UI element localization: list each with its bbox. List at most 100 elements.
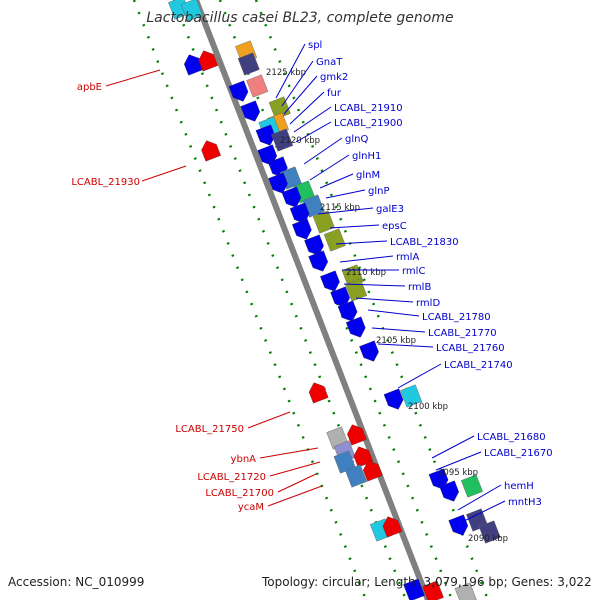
leader-line: [319, 173, 354, 189]
gene-label-forward: LCABL_21910: [334, 103, 403, 114]
accession-text: Accession: NC_010999: [8, 575, 145, 589]
gene-label-reverse: ycaM: [238, 502, 264, 513]
leader-line: [105, 69, 161, 87]
gene-label-reverse: LCABL_21930: [71, 177, 140, 188]
gene-13: [271, 128, 294, 152]
gene-label-forward: LCABL_21780: [422, 312, 491, 323]
leader-line: [281, 60, 314, 107]
leader-line: [377, 343, 434, 348]
leader-line: [457, 484, 502, 511]
gene-34: [359, 340, 379, 362]
leader-line: [293, 106, 332, 133]
leader-line: [431, 435, 475, 459]
leader-line: [317, 207, 374, 215]
gene-label-forward: LCABL_21900: [334, 118, 403, 129]
gene-label-reverse: LCABL_21750: [175, 424, 244, 435]
gene-label-forward: spl: [308, 40, 322, 51]
gene-20: [281, 186, 302, 208]
gene-33: [345, 316, 366, 338]
tick-label: 2115 kbp: [320, 203, 360, 213]
leader-line: [397, 363, 442, 389]
leader-line: [435, 451, 482, 471]
leader-line: [289, 91, 325, 125]
dotted-lane-1: [172, 0, 408, 600]
gene-22: [289, 202, 310, 224]
gene-label-forward: GnaT: [316, 57, 343, 68]
leader-line: [259, 447, 319, 459]
gene-49: [448, 514, 469, 536]
genome-title: Lactobacillus casei BL23, complete genom…: [146, 10, 454, 26]
gene-36: [383, 388, 404, 410]
gene-12: [255, 124, 276, 146]
leader-line: [275, 43, 306, 99]
tick-label: 2120 kbp: [280, 136, 320, 146]
gene-29: [320, 270, 340, 292]
gene-label-forward: gmk2: [320, 72, 348, 83]
gene-1: [180, 0, 203, 22]
tick-label: 2125 kbp: [266, 68, 306, 78]
leader-line: [343, 283, 406, 287]
gene-label-forward: rmlA: [396, 252, 419, 263]
gene-46: [460, 474, 483, 498]
tick-label: 2095 kbp: [438, 468, 478, 478]
gene-label-forward: glnP: [368, 186, 390, 197]
gene-7: [228, 80, 249, 102]
gene-26: [304, 234, 324, 256]
genome-backbone: [193, 0, 431, 600]
gene-9: [240, 100, 261, 122]
gene-label-forward: glnQ: [345, 134, 368, 145]
gene-label-forward: LCABL_21680: [477, 432, 546, 443]
leader-line: [335, 240, 388, 245]
gene-label-forward: LCABL_21740: [444, 360, 513, 371]
gene-47: [439, 480, 459, 502]
leader-line: [309, 154, 350, 181]
gene-label-forward: fur: [327, 88, 342, 99]
gene-24: [292, 218, 312, 240]
leader-line: [367, 309, 420, 317]
leader-line: [329, 224, 380, 229]
gene-54: [421, 580, 444, 600]
leader-line: [355, 297, 414, 303]
leader-line: [371, 327, 426, 333]
tick-label: 2105 kbp: [376, 336, 416, 346]
gene-32: [337, 300, 358, 322]
gene-53: [403, 578, 426, 600]
leader-line: [247, 411, 291, 429]
gene-label-forward: rmlC: [402, 266, 425, 277]
leader-line: [339, 255, 394, 263]
gene-44: [345, 464, 368, 488]
gene-label-forward: LCABL_21670: [484, 448, 553, 459]
gene-label-forward: hemH: [504, 481, 534, 492]
leader-line: [267, 485, 323, 507]
leader-line: [461, 500, 506, 523]
leader-line: [295, 121, 332, 143]
gene-label-forward: LCABL_21770: [428, 328, 497, 339]
gene-label-forward: rmlD: [416, 298, 440, 309]
leader-line: [325, 189, 366, 199]
gene-label-forward: glnM: [356, 170, 380, 181]
gene-39: [347, 424, 367, 446]
gene-label-reverse: LCABL_21700: [205, 488, 274, 499]
leader-line: [269, 461, 321, 477]
gene-label-forward: galE3: [376, 204, 404, 215]
gene-label-reverse: apbE: [77, 82, 102, 93]
gene-14: [201, 140, 221, 162]
gene-31: [330, 286, 350, 308]
leader-line: [277, 473, 317, 493]
gene-label-forward: LCABL_21760: [436, 343, 505, 354]
tick-label: 2110 kbp: [346, 268, 386, 278]
tick-label: 2090 kbp: [468, 534, 508, 544]
gene-52: [382, 516, 403, 538]
gene-6: [246, 74, 269, 98]
tick-label: 2100 kbp: [408, 402, 448, 412]
gene-27: [308, 250, 329, 272]
gene-label-reverse: ybnA: [231, 454, 257, 465]
gene-18: [268, 172, 288, 194]
gene-25: [323, 228, 346, 252]
leader-line: [141, 165, 187, 182]
gene-3: [237, 52, 260, 76]
gene-37: [400, 384, 423, 408]
gene-label-forward: mntH3: [508, 497, 542, 508]
